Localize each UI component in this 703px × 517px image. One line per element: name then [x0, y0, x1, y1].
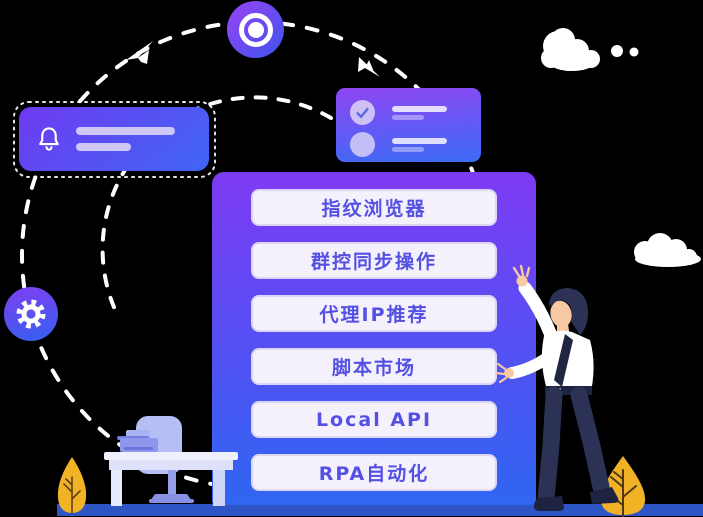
feature-button-fingerprint-browser[interactable]: 指纹浏览器: [251, 189, 497, 226]
person-illustration: [494, 264, 619, 511]
shoe: [590, 487, 619, 504]
checklist-text-lines: [392, 105, 447, 120]
hand-out: [504, 368, 514, 378]
paper-plane-icon-2: [358, 57, 380, 77]
leg: [570, 386, 610, 496]
feature-button-proxy-ip[interactable]: 代理IP推荐: [251, 295, 497, 332]
text-line: [76, 127, 175, 135]
text-line: [392, 146, 424, 152]
text-line: [76, 143, 131, 151]
target-ring: [238, 12, 273, 47]
cloud-small: [634, 233, 701, 267]
face: [550, 300, 572, 328]
belt: [545, 386, 592, 395]
typewriter: [117, 430, 158, 452]
text-line: [392, 114, 424, 120]
paper-plane-icon: [126, 41, 153, 64]
notification-card-halo: [13, 101, 216, 178]
feature-button-group-control[interactable]: 群控同步操作: [251, 242, 497, 279]
target-icon: [227, 1, 284, 58]
bell-icon: [39, 127, 59, 151]
leg: [537, 386, 563, 507]
check-icon: [356, 107, 369, 118]
tie: [554, 334, 573, 387]
empty-circle: [350, 132, 375, 157]
checklist-row: [350, 132, 447, 157]
text-line: [392, 105, 447, 112]
notification-text-lines: [76, 127, 175, 151]
cloud-dots: [611, 45, 639, 57]
desk: [104, 452, 238, 506]
checklist-text-lines: [392, 137, 447, 152]
notification-card: [19, 107, 209, 171]
text-line: [392, 137, 447, 144]
checklist-row: [350, 100, 447, 125]
feature-panel: 指纹浏览器 群控同步操作 代理IP推荐 脚本市场 Local API RPA自动…: [212, 172, 536, 505]
feature-button-script-market[interactable]: 脚本市场: [251, 348, 497, 385]
checklist-card: [336, 88, 481, 162]
check-circle: [350, 100, 375, 125]
hand-up: [516, 275, 528, 287]
gear-icon: [4, 287, 58, 341]
gear-glyph: [16, 299, 46, 329]
target-dot: [247, 21, 264, 38]
tree-left: [57, 457, 87, 514]
feature-button-rpa-automation[interactable]: RPA自动化: [251, 454, 497, 491]
shoe: [533, 496, 564, 511]
feature-button-local-api[interactable]: Local API: [251, 401, 497, 438]
cloud-large: [541, 28, 600, 71]
